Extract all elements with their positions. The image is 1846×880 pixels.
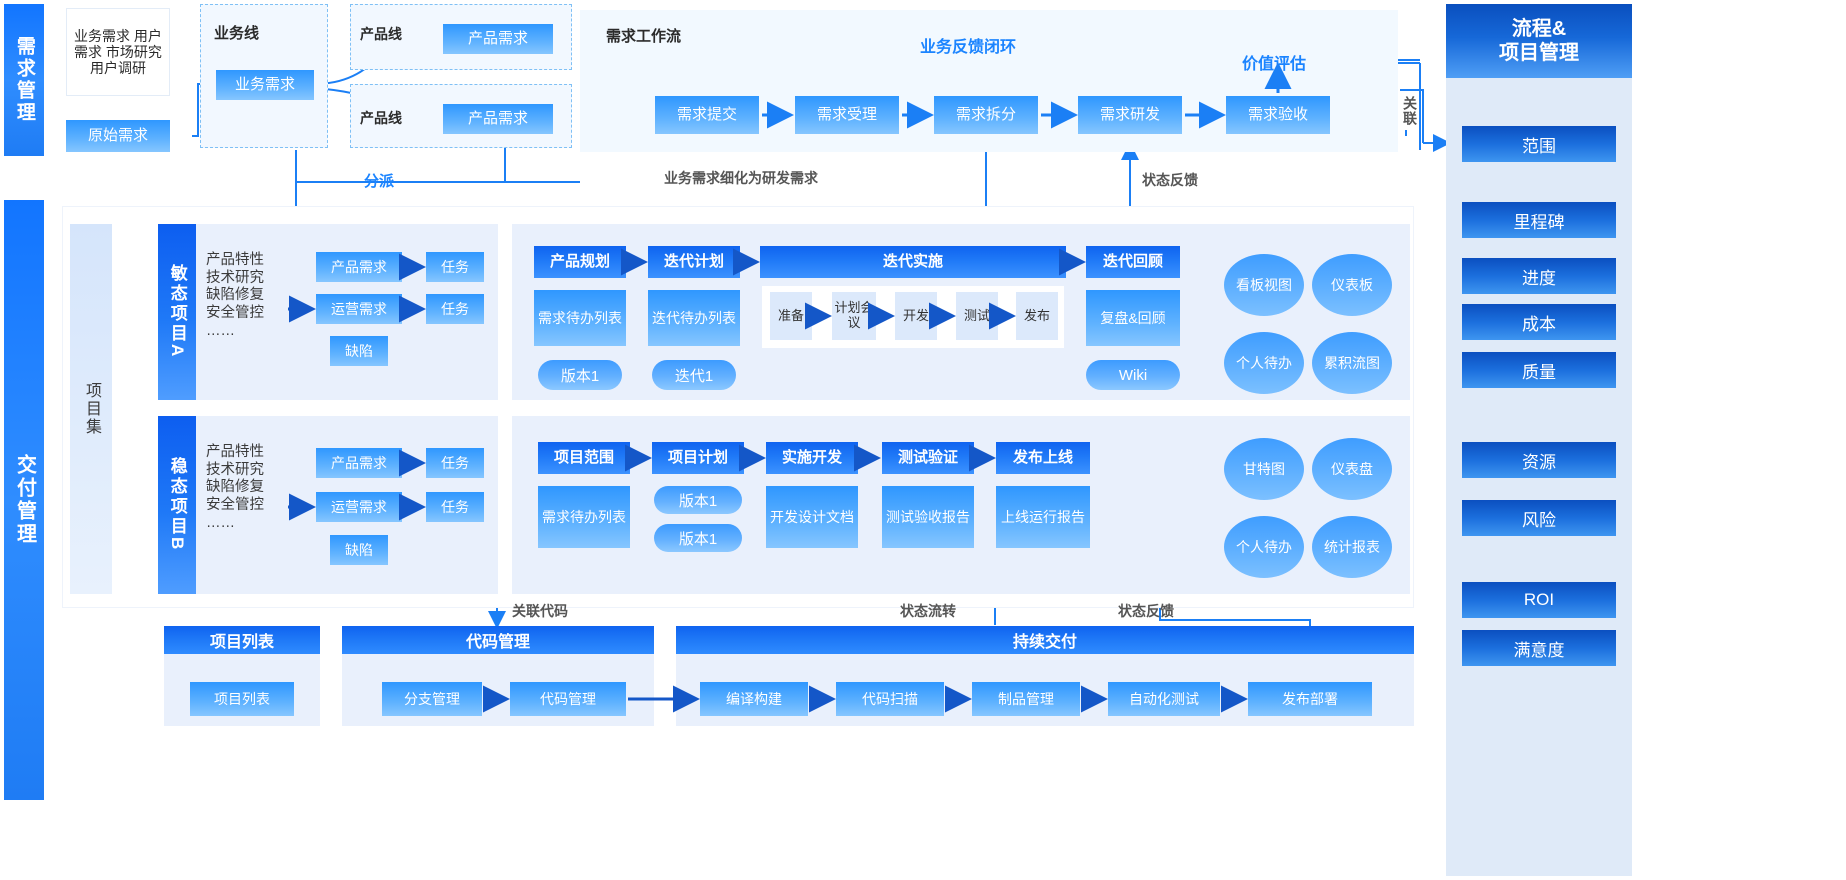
project-a-demand-0[interactable]: 产品需求 — [316, 252, 402, 282]
cicd-item-2[interactable]: 制品管理 — [972, 682, 1080, 716]
status-flow-label: 状态流转 — [900, 603, 956, 619]
raw-demand-node[interactable]: 原始需求 — [66, 120, 170, 152]
project-b-defect[interactable]: 缺陷 — [330, 535, 388, 565]
project-b-view-2[interactable]: 个人待办 — [1224, 516, 1304, 578]
project-list-item[interactable]: 项目列表 — [190, 682, 294, 716]
project-a-sprint-step-3[interactable]: 测试 — [956, 292, 998, 340]
band-demand-management: 需求管理 — [4, 4, 44, 156]
project-b-demand-0[interactable]: 产品需求 — [316, 448, 402, 478]
project-b-phase-2[interactable]: 实施开发 — [766, 442, 858, 474]
project-b-name: 稳态项目B — [158, 416, 196, 594]
project-a-retro[interactable]: 复盘&回顾 — [1086, 290, 1180, 346]
project-a-work-types: 产品特性 技术研究 缺陷修复 安全管控 …… — [206, 252, 264, 339]
business-feedback-loop-label: 业务反馈闭环 — [920, 39, 1017, 56]
project-b-artifact-2[interactable]: 测试验收报告 — [882, 486, 974, 548]
cicd-item-4[interactable]: 发布部署 — [1248, 682, 1372, 716]
project-a-sprint-step-2[interactable]: 开发 — [895, 292, 937, 340]
business-line-title: 业务线 — [214, 25, 260, 42]
workflow-step-1[interactable]: 需求受理 — [795, 96, 899, 134]
project-a-tag-1[interactable]: 迭代1 — [652, 360, 736, 390]
project-b-phase-3[interactable]: 测试验证 — [882, 442, 974, 474]
project-b-version-1[interactable]: 版本1 — [654, 524, 742, 552]
project-b-artifact-1[interactable]: 开发设计文档 — [766, 486, 858, 548]
code-mgmt-item-0[interactable]: 分支管理 — [382, 682, 482, 716]
project-a-view-0[interactable]: 看板视图 — [1224, 254, 1304, 316]
rail-item-progress[interactable]: 进度 — [1462, 258, 1616, 294]
rail-item-scope[interactable]: 范围 — [1462, 126, 1616, 162]
rail-item-cost[interactable]: 成本 — [1462, 304, 1616, 340]
project-a-view-2[interactable]: 个人待办 — [1224, 332, 1304, 394]
demand-workflow-title: 需求工作流 — [606, 28, 682, 45]
project-b-version-0[interactable]: 版本1 — [654, 486, 742, 514]
project-b-task-1[interactable]: 任务 — [426, 492, 484, 522]
rail-title: 流程& 项目管理 — [1446, 4, 1632, 78]
project-b-artifact-3[interactable]: 上线运行报告 — [996, 486, 1090, 548]
project-a-sprint-step-1[interactable]: 计划会议 — [832, 292, 876, 340]
project-a-phase-0[interactable]: 产品规划 — [534, 246, 626, 278]
relate-label: 关联 — [1402, 96, 1418, 126]
cicd-item-0[interactable]: 编译构建 — [700, 682, 808, 716]
workflow-step-4[interactable]: 需求验收 — [1226, 96, 1330, 134]
project-b-demand-1[interactable]: 运营需求 — [316, 492, 402, 522]
rail-title-line2: 项目管理 — [1499, 42, 1579, 64]
project-b-view-1[interactable]: 仪表盘 — [1312, 438, 1392, 500]
code-mgmt-item-1[interactable]: 代码管理 — [510, 682, 626, 716]
project-a-sprint-step-0[interactable]: 准备 — [770, 292, 812, 340]
project-a-view-1[interactable]: 仪表板 — [1312, 254, 1392, 316]
project-b-phase-4[interactable]: 发布上线 — [996, 442, 1090, 474]
project-a-phase-3[interactable]: 迭代回顾 — [1086, 246, 1180, 278]
project-b-phase-1[interactable]: 项目计划 — [652, 442, 744, 474]
project-set-column: 项目集 — [70, 224, 112, 594]
project-b-work-types: 产品特性 技术研究 缺陷修复 安全管控 …… — [206, 444, 264, 531]
cicd-item-1[interactable]: 代码扫描 — [836, 682, 944, 716]
project-a-task-1[interactable]: 任务 — [426, 294, 484, 324]
rail-item-roi[interactable]: ROI — [1462, 582, 1616, 618]
rail-item-resource[interactable]: 资源 — [1462, 442, 1616, 478]
project-b-view-3[interactable]: 统计报表 — [1312, 516, 1392, 578]
band-delivery-management: 交付管理 — [4, 200, 44, 800]
status-feedback-bottom-label: 状态反馈 — [1118, 603, 1174, 619]
rail-item-quality[interactable]: 质量 — [1462, 352, 1616, 388]
workflow-step-3[interactable]: 需求研发 — [1078, 96, 1182, 134]
product-line-title-2: 产品线 — [360, 110, 402, 126]
cicd-title: 持续交付 — [676, 626, 1414, 654]
project-a-defect[interactable]: 缺陷 — [330, 336, 388, 366]
project-a-backlog-0[interactable]: 需求待办列表 — [534, 290, 626, 346]
project-b-task-0[interactable]: 任务 — [426, 448, 484, 478]
status-feedback-top-label: 状态反馈 — [1142, 172, 1198, 188]
project-a-sprint-step-4[interactable]: 发布 — [1016, 292, 1058, 340]
rail-item-risk[interactable]: 风险 — [1462, 500, 1616, 536]
refine-label: 业务需求细化为研发需求 — [664, 170, 818, 186]
project-a-name: 敏态项目A — [158, 224, 196, 400]
project-list-title: 项目列表 — [164, 626, 320, 654]
project-a-view-3[interactable]: 累积流图 — [1312, 332, 1392, 394]
product-line-title-1: 产品线 — [360, 26, 402, 42]
demand-sources-box: 业务需求 用户需求 市场研究 用户调研 — [66, 8, 170, 96]
rail-item-milestone[interactable]: 里程碑 — [1462, 202, 1616, 238]
project-a-task-0[interactable]: 任务 — [426, 252, 484, 282]
project-a-backlog-1[interactable]: 迭代待办列表 — [648, 290, 740, 346]
project-a-wiki[interactable]: Wiki — [1086, 360, 1180, 390]
workflow-step-0[interactable]: 需求提交 — [655, 96, 759, 134]
value-assessment-label: 价值评估 — [1242, 56, 1307, 73]
project-a-phase-1[interactable]: 迭代计划 — [648, 246, 740, 278]
project-b-artifact-0[interactable]: 需求待办列表 — [538, 486, 630, 548]
cicd-item-3[interactable]: 自动化测试 — [1108, 682, 1220, 716]
project-a-demand-1[interactable]: 运营需求 — [316, 294, 402, 324]
product-demand-node-2[interactable]: 产品需求 — [443, 104, 553, 134]
rail-title-line1: 流程& — [1511, 18, 1567, 40]
project-set-label: 项目集 — [83, 382, 100, 436]
dispatch-label: 分派 — [364, 173, 395, 190]
project-a-phase-2[interactable]: 迭代实施 — [760, 246, 1066, 278]
rail-item-satisfaction[interactable]: 满意度 — [1462, 630, 1616, 666]
link-code-label: 关联代码 — [512, 603, 568, 619]
workflow-step-2[interactable]: 需求拆分 — [934, 96, 1038, 134]
product-demand-node-1[interactable]: 产品需求 — [443, 24, 553, 54]
business-demand-node[interactable]: 业务需求 — [216, 70, 314, 100]
project-b-view-0[interactable]: 甘特图 — [1224, 438, 1304, 500]
project-a-tag-0[interactable]: 版本1 — [538, 360, 622, 390]
project-b-phase-0[interactable]: 项目范围 — [538, 442, 630, 474]
code-mgmt-title: 代码管理 — [342, 626, 654, 654]
